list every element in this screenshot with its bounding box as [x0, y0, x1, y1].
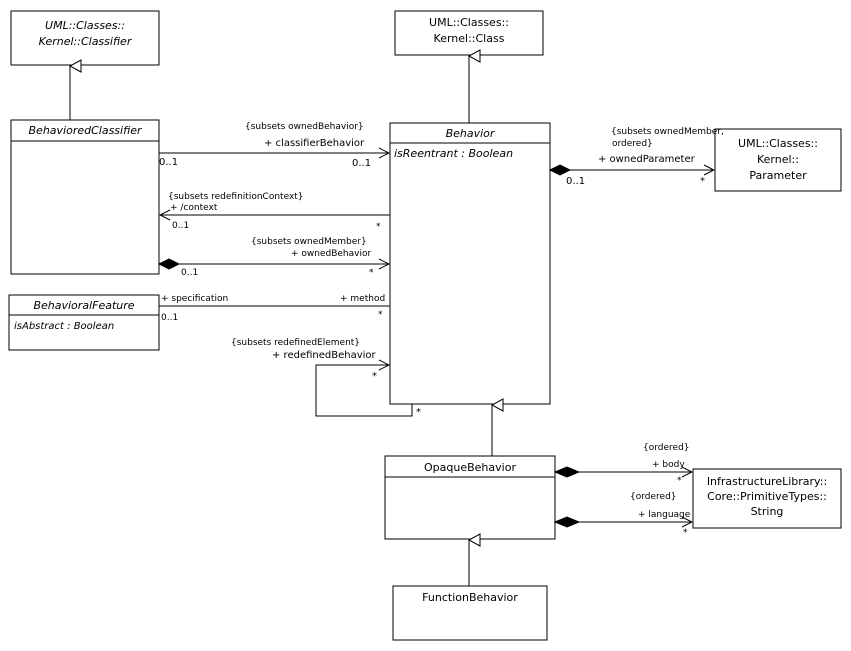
owned-parameter-role: + ownedParameter [598, 154, 696, 165]
class-string[interactable]: InfrastructureLibrary:: Core::PrimitiveT… [692, 468, 842, 529]
language-role: + language [638, 510, 691, 520]
association-classifier-behavior: {subsets ownedBehavior} + classifierBeha… [159, 122, 389, 169]
redefined-behavior-constraint: {subsets redefinedElement} [231, 338, 360, 348]
class-behavior-attribute: isReentrant : Boolean [394, 147, 513, 160]
association-redefined-behavior: {subsets redefinedElement} + redefinedBe… [231, 338, 421, 418]
owned-behavior-mult-target: * [369, 268, 374, 278]
class-parameter-line2: Kernel:: [757, 153, 799, 166]
context-role: + /context [170, 203, 218, 213]
class-behaviored-classifier-name: BehavioredClassifier [29, 124, 143, 137]
context-mult-target: * [376, 222, 381, 232]
class-uml-class-line2: Kernel::Class [434, 32, 505, 45]
class-uml-classifier-line2: Kernel::Classifier [39, 35, 133, 48]
method-role: + method [340, 294, 385, 304]
classifier-behavior-mult-source: 0..1 [159, 157, 178, 168]
class-uml-class[interactable]: UML::Classes:: Kernel::Class [394, 10, 544, 56]
association-context: {subsets redefinitionContext} + /context… [160, 192, 390, 232]
body-constraint: {ordered} [643, 443, 690, 453]
class-function-behavior[interactable]: FunctionBehavior [392, 585, 548, 641]
classifier-behavior-mult-target: 0..1 [352, 158, 371, 169]
class-string-line1: InfrastructureLibrary:: [707, 475, 827, 488]
class-behavioral-feature-attribute: isAbstract : Boolean [14, 321, 114, 332]
redefined-behavior-role: + redefinedBehavior [272, 350, 377, 361]
association-owned-behavior: {subsets ownedMember} + ownedBehavior 0.… [157, 237, 389, 278]
class-opaque-behavior-name: OpaqueBehavior [424, 461, 516, 474]
association-owned-parameter: {subsets ownedMember, ordered} + ownedPa… [548, 127, 724, 187]
redefined-behavior-mult-a: * [372, 371, 377, 382]
class-opaque-behavior[interactable]: OpaqueBehavior [384, 455, 556, 540]
owned-parameter-mult-target: * [700, 176, 705, 187]
owned-parameter-mult-source: 0..1 [566, 176, 585, 187]
class-behavioral-feature-name: BehavioralFeature [33, 299, 134, 312]
owned-behavior-role: + ownedBehavior [291, 249, 371, 259]
class-uml-class-line1: UML::Classes:: [429, 16, 509, 29]
context-mult-source: 0..1 [172, 221, 189, 231]
class-behavior-name: Behavior [446, 127, 496, 140]
body-mult-target: * [677, 476, 682, 486]
class-function-behavior-name: FunctionBehavior [422, 591, 518, 604]
association-language: {ordered} + language * [553, 492, 692, 538]
owned-behavior-mult-source: 0..1 [181, 268, 198, 278]
class-parameter-line3: Parameter [749, 169, 807, 182]
classifier-behavior-role: + classifierBehavior [264, 138, 365, 149]
class-behavioral-feature[interactable]: BehavioralFeature isAbstract : Boolean [8, 294, 160, 351]
specification-mult-target: * [378, 310, 383, 320]
association-specification-method: + specification + method 0..1 * [159, 294, 390, 323]
body-role: + body [652, 460, 685, 470]
association-body: {ordered} + body * [553, 443, 692, 486]
class-uml-classifier[interactable]: UML::Classes:: Kernel::Classifier [10, 10, 160, 66]
redefined-behavior-mult-b: * [416, 407, 421, 418]
specification-mult-source: 0..1 [161, 313, 178, 323]
class-string-line2: Core::PrimitiveTypes:: [707, 490, 827, 503]
specification-role: + specification [161, 294, 228, 304]
owned-parameter-constraint-line2: ordered} [612, 139, 653, 149]
language-mult-target: * [683, 528, 688, 538]
class-behaviored-classifier[interactable]: BehavioredClassifier [10, 119, 160, 275]
class-string-line3: String [751, 505, 784, 518]
class-behavior[interactable]: Behavior isReentrant : Boolean [389, 122, 551, 405]
classifier-behavior-constraint: {subsets ownedBehavior} [245, 122, 364, 132]
class-parameter[interactable]: UML::Classes:: Kernel:: Parameter [714, 128, 842, 192]
owned-parameter-constraint-line1: {subsets ownedMember, [611, 127, 724, 137]
class-uml-classifier-line1: UML::Classes:: [45, 19, 125, 32]
language-constraint: {ordered} [630, 492, 677, 502]
context-constraint: {subsets redefinitionContext} [168, 192, 304, 202]
owned-behavior-constraint: {subsets ownedMember} [251, 237, 367, 247]
class-parameter-line1: UML::Classes:: [738, 137, 818, 150]
